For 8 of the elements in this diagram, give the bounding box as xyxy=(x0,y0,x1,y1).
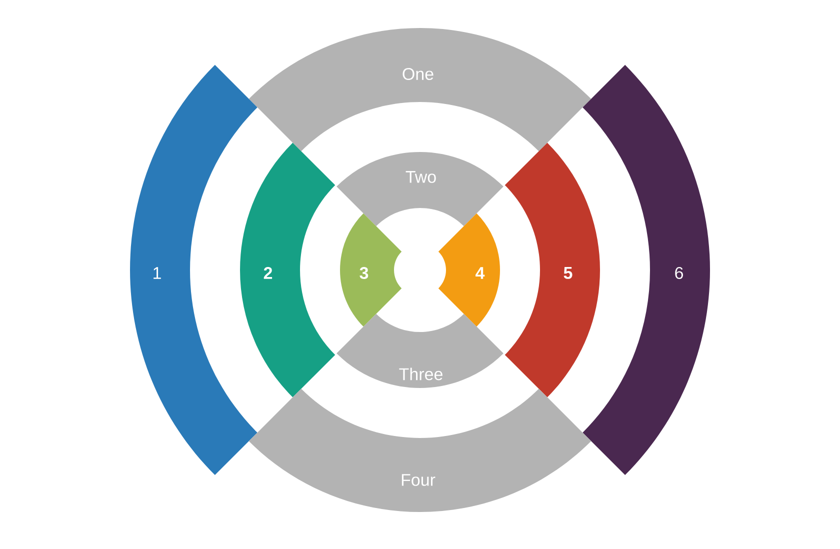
arc-segment: 5 xyxy=(504,142,600,398)
ring-segment: Three xyxy=(336,314,504,388)
arc-segment: 3 xyxy=(340,213,402,327)
arc-segment: 1 xyxy=(130,64,258,476)
arc-segment: 2 xyxy=(240,142,336,398)
ring-segment: Two xyxy=(336,152,504,226)
arc-segment: 6 xyxy=(582,64,710,476)
arc-segment: 4 xyxy=(438,213,500,327)
